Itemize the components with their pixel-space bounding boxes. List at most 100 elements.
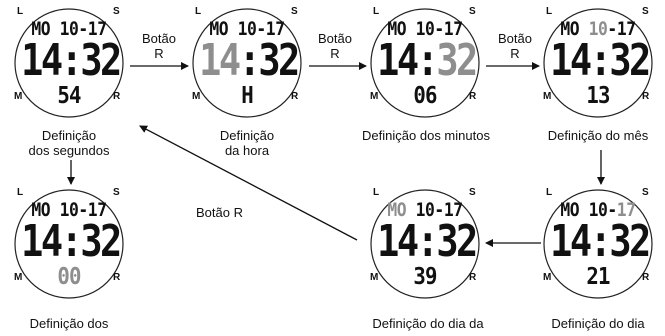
day-digits: 17 <box>616 199 636 221</box>
caption-line: Definição <box>41 128 97 143</box>
button-r-label-2: Botão R <box>310 31 360 61</box>
button-l-label: L <box>195 6 202 17</box>
weekday-letters: MO <box>387 199 407 221</box>
date-display: MO 10-17 <box>387 18 463 40</box>
button-m-label: M <box>543 91 552 102</box>
button-label-line: Botão <box>318 31 352 46</box>
watch-month-setting: L S M R MO 10-17 14:32 13 <box>541 5 655 121</box>
date-display: MO 10-17 <box>31 18 107 40</box>
setting-value-display: 00 <box>57 264 81 290</box>
watch-face-outline <box>543 8 653 118</box>
button-s-label: S <box>469 187 476 198</box>
button-s-label: S <box>113 187 120 198</box>
caption-line: Definição do dia <box>551 316 645 331</box>
button-l-label: L <box>546 187 553 198</box>
time-display: 14:32 <box>550 35 651 86</box>
time-display: 14:32 <box>21 35 122 86</box>
time-display: 14:32 <box>21 216 122 267</box>
caption-line: dos segundos <box>28 143 110 158</box>
button-r-label: R <box>113 91 121 102</box>
button-s-label: S <box>291 6 298 17</box>
button-m-label: M <box>14 272 23 283</box>
setting-value-display: 13 <box>586 83 610 109</box>
button-r-label: R <box>469 91 477 102</box>
button-r-label: R <box>113 272 121 283</box>
button-l-label: L <box>373 6 380 17</box>
button-l-label: L <box>373 187 380 198</box>
watch-face-outline <box>543 189 653 299</box>
caption-line: Definição <box>219 128 275 143</box>
date-display: MO 10-17 <box>209 18 285 40</box>
watch-face-outline <box>192 8 302 118</box>
button-s-label: S <box>469 6 476 17</box>
caption-line: da hora <box>224 143 270 158</box>
button-l-label: L <box>17 6 24 17</box>
time-display: 14:32 <box>377 216 478 267</box>
button-s-label: S <box>642 6 649 17</box>
button-m-label: M <box>370 272 379 283</box>
watch-final-setting: L S M R MO 10-17 14:32 00 <box>12 186 126 302</box>
setting-value-display: 54 <box>57 83 81 109</box>
watch-minutes-setting: L S M R MO 10-17 14:32 06 <box>368 5 482 121</box>
button-r-label: R <box>642 91 650 102</box>
watch-weekday-setting: L S M R MO 10-17 14:32 39 <box>368 186 482 302</box>
caption-line: Definição do dia da <box>372 316 484 331</box>
caption-weekday: Definição do dia da <box>348 316 508 331</box>
setting-value-display: 06 <box>413 83 437 109</box>
button-m-label: M <box>370 91 379 102</box>
caption-line: Definição dos minutos <box>362 128 490 143</box>
date-display: MO 10-17 <box>31 199 107 221</box>
caption-minutes: Definição dos minutos <box>343 128 509 143</box>
minute-digits: 32 <box>436 35 478 86</box>
time-display: 14:32 <box>377 39 478 83</box>
button-m-label: M <box>192 91 201 102</box>
caption-line: Definição do mês <box>547 128 649 143</box>
button-s-label: S <box>113 6 120 17</box>
date-rest: 10-17 <box>406 199 463 221</box>
watch-face-outline <box>14 189 124 299</box>
button-label-line: Botão <box>498 31 532 46</box>
button-label-line: Botão <box>142 31 176 46</box>
button-label-line: R <box>154 46 164 61</box>
month-digits: 10 <box>588 18 608 40</box>
time-rest: :32 <box>238 35 301 86</box>
caption-hour: Definição da hora <box>188 128 306 158</box>
date-display: MO 10-17 <box>549 20 647 39</box>
setting-value-display: 39 <box>413 264 437 290</box>
time-display: 14:32 <box>199 39 300 83</box>
watch-face-outline <box>370 8 480 118</box>
button-l-label: L <box>17 187 24 198</box>
button-m-label: M <box>14 91 23 102</box>
button-s-label: S <box>642 187 649 198</box>
button-l-label: L <box>546 6 553 17</box>
caption-day: Definição do dia <box>533 316 663 331</box>
date-display: MO 10-17 <box>376 201 474 220</box>
setting-value-display: 21 <box>586 264 610 290</box>
button-label-line: R <box>510 46 520 61</box>
button-r-label-4: Botão R <box>196 205 243 220</box>
caption-month: Definição do mês <box>533 128 663 143</box>
caption-line: Definição dos <box>29 316 109 331</box>
button-r-label-3: Botão R <box>490 31 540 61</box>
date-day: -17 <box>607 18 636 40</box>
button-r-label: R <box>469 272 477 283</box>
caption-final: Definição dos <box>10 316 128 331</box>
button-r-label-1: Botão R <box>134 31 184 61</box>
date-head: MO 10- <box>560 199 617 221</box>
button-m-label: M <box>543 272 552 283</box>
watch-seconds-setting: L S M R MO 10-17 14:32 54 <box>12 5 126 121</box>
watch-hour-setting: L S M R MO 10-17 14:32 H <box>190 5 304 121</box>
watch-face-outline <box>370 189 480 299</box>
button-r-label: R <box>642 272 650 283</box>
hour-digits: 14 <box>199 35 241 86</box>
button-r-label: R <box>291 91 299 102</box>
caption-seconds: Definição dos segundos <box>10 128 128 158</box>
setting-value-display: H <box>241 83 253 109</box>
button-label-line: R <box>330 46 340 61</box>
date-display: MO 10-17 <box>549 201 647 220</box>
date-weekday: MO <box>560 18 589 40</box>
watch-day-setting: L S M R MO 10-17 14:32 21 <box>541 186 655 302</box>
time-display: 14:32 <box>550 216 651 267</box>
watch-face-outline <box>14 8 124 118</box>
time-head: 14: <box>377 35 439 86</box>
